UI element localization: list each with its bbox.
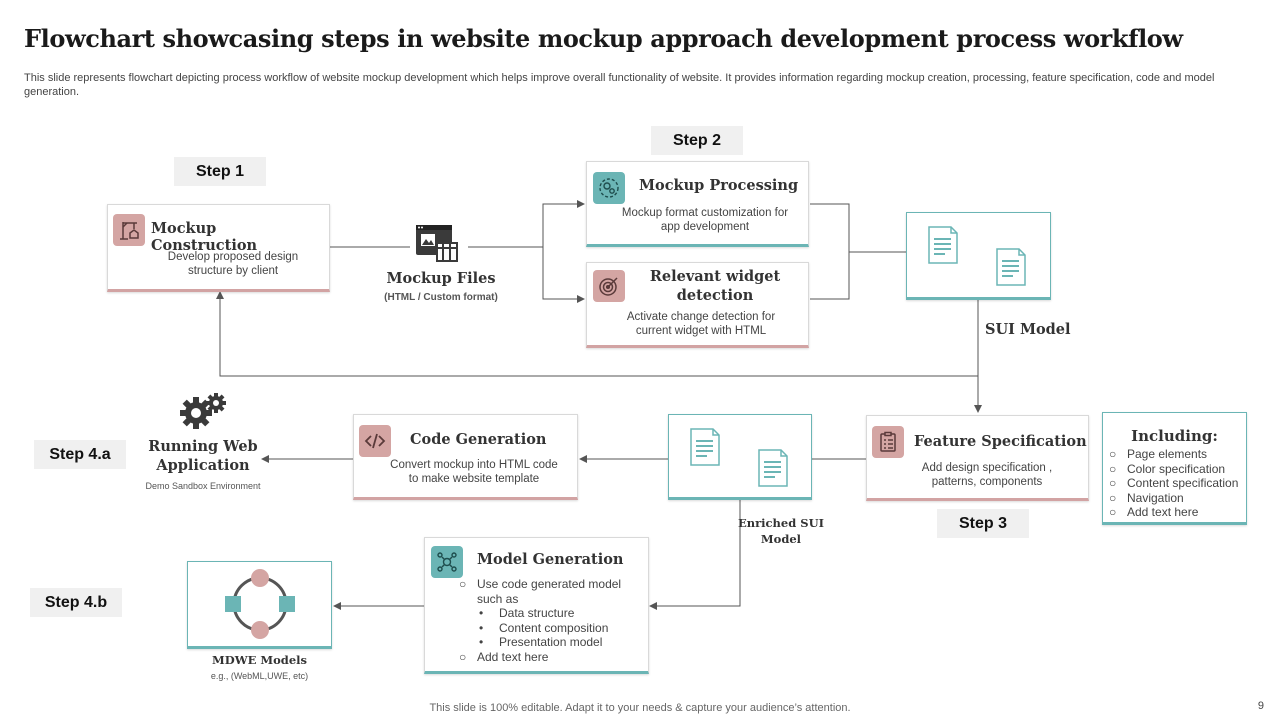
list-item: •Presentation model <box>479 635 603 649</box>
document-icon <box>927 225 959 270</box>
dot-bullet-icon: • <box>479 635 484 649</box>
browser-window-icon <box>413 223 459 263</box>
clipboard-icon <box>872 426 904 458</box>
mdwe-models-title: MDWE Models <box>212 653 307 667</box>
circle-bullet-icon: ○ <box>1109 447 1117 461</box>
model-generation-title: Model Generation <box>477 551 624 568</box>
step-1-label: Step 1 <box>174 157 266 186</box>
mockup-construction-card: Mockup Construction Develop proposed des… <box>107 204 330 292</box>
connector-loop-back <box>216 291 978 377</box>
list-item: ○Add text here <box>1109 505 1199 519</box>
code-generation-card: Code Generation Convert mockup into HTML… <box>353 414 578 500</box>
circle-bullet-icon: ○ <box>1109 461 1117 476</box>
target-icon <box>593 270 625 302</box>
list-item: ○Color specification <box>1109 461 1226 476</box>
widget-detection-card: Relevant widget detection Activate chang… <box>586 262 809 348</box>
mockup-processing-title: Mockup Processing <box>639 177 799 194</box>
mdwe-models-box <box>187 561 332 649</box>
running-web-app-title: Running Web Application <box>148 438 258 474</box>
model-generation-list: ○Use code generated model such as •Data … <box>457 577 647 664</box>
including-box: Including: ○Page elements ○Color specifi… <box>1102 412 1247 525</box>
list-item: •Data structure <box>479 606 575 620</box>
code-icon <box>359 425 391 457</box>
enriched-sui-box <box>668 414 812 500</box>
gears-icon <box>178 391 228 431</box>
connector-split-processing <box>542 200 585 247</box>
dot-bullet-icon: • <box>479 620 484 635</box>
code-generation-title: Code Generation <box>410 431 547 448</box>
document-icon <box>689 427 721 472</box>
mockup-construction-title: Mockup Construction <box>151 220 258 254</box>
mockup-construction-desc: Develop proposed design structure by cli… <box>167 251 299 277</box>
page-title: Flowchart showcasing steps in website mo… <box>24 24 1183 53</box>
including-title: Including: <box>1131 427 1218 445</box>
connector-split-widget <box>542 247 585 303</box>
model-cycle-icon <box>224 568 296 645</box>
mockup-files-sub: (HTML / Custom format) <box>384 292 498 303</box>
feature-spec-card: Feature Specification Add design specifi… <box>866 415 1089 501</box>
list-item: •Content composition <box>479 620 609 635</box>
feature-spec-title: Feature Specification <box>914 433 1087 450</box>
sui-model-label: SUI Model <box>985 321 1071 338</box>
step-2-label: Step 2 <box>651 126 743 155</box>
network-icon <box>431 546 463 578</box>
sui-model-box <box>906 212 1051 300</box>
list-item: ○Content specification <box>1109 476 1239 490</box>
list-item: ○Use code generated model such as <box>459 577 622 606</box>
mockup-files-title: Mockup Files <box>386 270 496 287</box>
circle-bullet-icon: ○ <box>459 649 467 664</box>
connector-processing-sui <box>810 203 850 300</box>
gears-cycle-icon <box>593 172 625 204</box>
document-icon <box>995 247 1027 292</box>
feature-spec-desc: Add design specification , patterns, com… <box>921 462 1053 488</box>
code-generation-desc: Convert mockup into HTML code to make we… <box>390 459 558 485</box>
circle-bullet-icon: ○ <box>459 577 467 591</box>
circle-bullet-icon: ○ <box>1109 505 1117 519</box>
page-subtitle: This slide represents flowchart depictin… <box>24 72 1215 98</box>
dot-bullet-icon: • <box>479 606 484 620</box>
step-3-label: Step 3 <box>937 509 1029 538</box>
including-list: ○Page elements ○Color specification ○Con… <box>1107 447 1247 520</box>
step-4b-label: Step 4.b <box>30 588 122 617</box>
crane-icon <box>113 214 145 246</box>
mockup-processing-desc: Mockup format customization for app deve… <box>621 207 789 233</box>
running-web-app-sub: Demo Sandbox Environment <box>145 481 261 491</box>
circle-bullet-icon: ○ <box>1109 476 1117 490</box>
list-item: ○Page elements <box>1109 447 1208 461</box>
enriched-sui-label: Enriched SUI Model <box>738 516 824 546</box>
step-4a-label: Step 4.a <box>34 440 126 469</box>
mdwe-models-sub: e.g., (WebML,UWE, etc) <box>210 671 309 681</box>
circle-bullet-icon: ○ <box>1109 490 1117 505</box>
list-item: ○Add text here <box>459 649 549 664</box>
page-number: 9 <box>1257 700 1264 712</box>
document-icon <box>757 448 789 493</box>
connector-enriched-model <box>649 500 741 610</box>
widget-detection-title: Relevant widget detection <box>649 268 781 304</box>
footer-note: This slide is 100% editable. Adapt it to… <box>429 702 851 714</box>
list-item: ○Navigation <box>1109 490 1184 505</box>
widget-detection-desc: Activate change detection for current wi… <box>626 311 776 337</box>
mockup-processing-card: Mockup Processing Mockup format customiz… <box>586 161 809 247</box>
model-generation-card: Model Generation ○Use code generated mod… <box>424 537 649 674</box>
